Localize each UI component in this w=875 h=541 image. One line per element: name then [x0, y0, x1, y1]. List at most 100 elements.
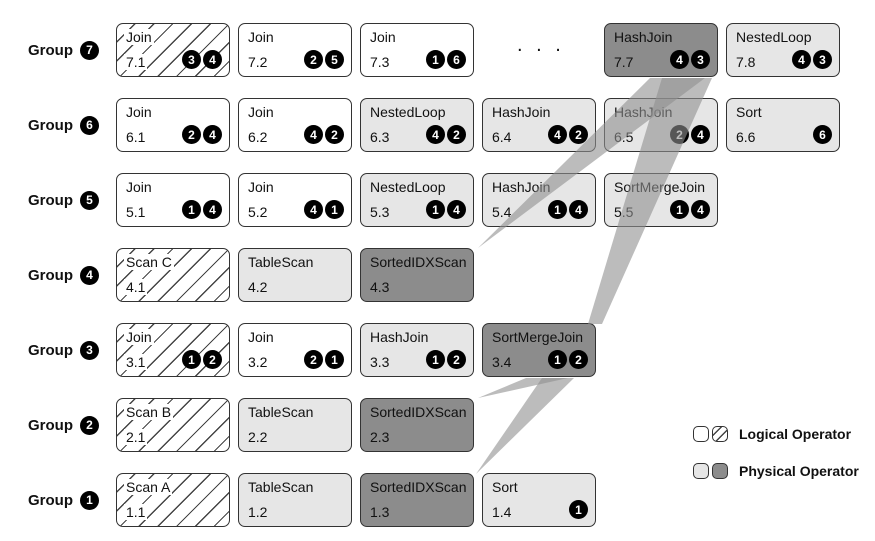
node-child-groups: 1	[567, 500, 588, 519]
child-group-badge: 1	[325, 200, 344, 219]
node-operator: Join	[248, 179, 274, 195]
node-operator: TableScan	[248, 404, 314, 420]
child-group-badge: 4	[203, 50, 222, 69]
child-group-badge: 1	[182, 200, 201, 219]
node-operator: NestedLoop	[370, 104, 446, 120]
child-group-badge: 1	[426, 200, 445, 219]
group-label-text: Group	[28, 266, 73, 284]
legend-swatch-physical-light	[693, 463, 709, 479]
child-group-badge: 3	[182, 50, 201, 69]
node-id: 1.2	[248, 504, 268, 520]
child-group-badge: 1	[325, 350, 344, 369]
node-id: 5.2	[248, 204, 268, 220]
node-child-groups: 6	[811, 125, 832, 144]
node-id: 5.3	[370, 204, 390, 220]
group-number-badge: 3	[80, 340, 99, 360]
node-id: 4.2	[248, 279, 268, 295]
child-group-badge: 4	[203, 125, 222, 144]
ellipsis: . . .	[517, 34, 565, 56]
child-group-badge: 5	[325, 50, 344, 69]
child-group-badge: 4	[792, 50, 811, 69]
child-group-badge: 2	[304, 350, 323, 369]
legend-swatch-physical-dark	[712, 463, 728, 479]
node-id: 7.8	[736, 54, 756, 70]
child-group-badge: 2	[447, 350, 466, 369]
node-id: 3.4	[492, 354, 512, 370]
node-id: 7.2	[248, 54, 268, 70]
node-operator: Join	[370, 29, 396, 45]
node-id: 1.1	[124, 504, 148, 520]
child-group-badge: 4	[304, 125, 323, 144]
group-label-text: Group	[28, 491, 73, 509]
node-operator: SortedIDXScan	[370, 404, 467, 420]
node-operator: Scan C	[124, 254, 174, 270]
node-id: 6.1	[126, 129, 146, 145]
child-group-badge: 3	[813, 50, 832, 69]
node-id: 7.3	[370, 54, 390, 70]
group-number-badge: 1	[80, 490, 99, 510]
child-group-badge: 4	[304, 200, 323, 219]
node-operator: HashJoin	[492, 104, 551, 120]
group-label-text: Group	[28, 191, 73, 209]
node-operator: NestedLoop	[736, 29, 812, 45]
node-operator: Join	[248, 329, 274, 345]
legend-swatch-logical-plain	[693, 426, 709, 442]
legend-logical-label: Logical Operator	[739, 426, 852, 442]
node-id: 1.4	[492, 504, 512, 520]
group-number-badge: 6	[80, 115, 99, 135]
node-operator: Join	[126, 104, 152, 120]
child-group-badge: 1	[569, 500, 588, 519]
node-id: 3.2	[248, 354, 268, 370]
child-group-badge: 2	[447, 125, 466, 144]
node-operator: NestedLoop	[370, 179, 446, 195]
node-operator: Join	[124, 329, 154, 345]
node-id: 4.1	[124, 279, 148, 295]
child-group-badge: 2	[325, 125, 344, 144]
child-group-badge: 3	[691, 50, 710, 69]
group-number-badge: 4	[80, 265, 99, 285]
child-group-badge: 1	[182, 350, 201, 369]
node-operator: Join	[248, 29, 274, 45]
node-operator: Sort	[492, 479, 518, 495]
node-operator: SortMergeJoin	[614, 179, 706, 195]
node-operator: Sort	[736, 104, 762, 120]
memo-node-1-4: Sort 1.4 1	[482, 473, 596, 527]
legend-swatch-logical-hatched	[712, 426, 728, 442]
node-id: 2.2	[248, 429, 268, 445]
child-group-badge: 2	[304, 50, 323, 69]
beam-3-4-to-2-3	[478, 378, 568, 398]
node-id: 3.3	[370, 354, 390, 370]
child-group-badge: 6	[447, 50, 466, 69]
node-operator: TableScan	[248, 254, 314, 270]
node-operator: Join	[126, 179, 152, 195]
